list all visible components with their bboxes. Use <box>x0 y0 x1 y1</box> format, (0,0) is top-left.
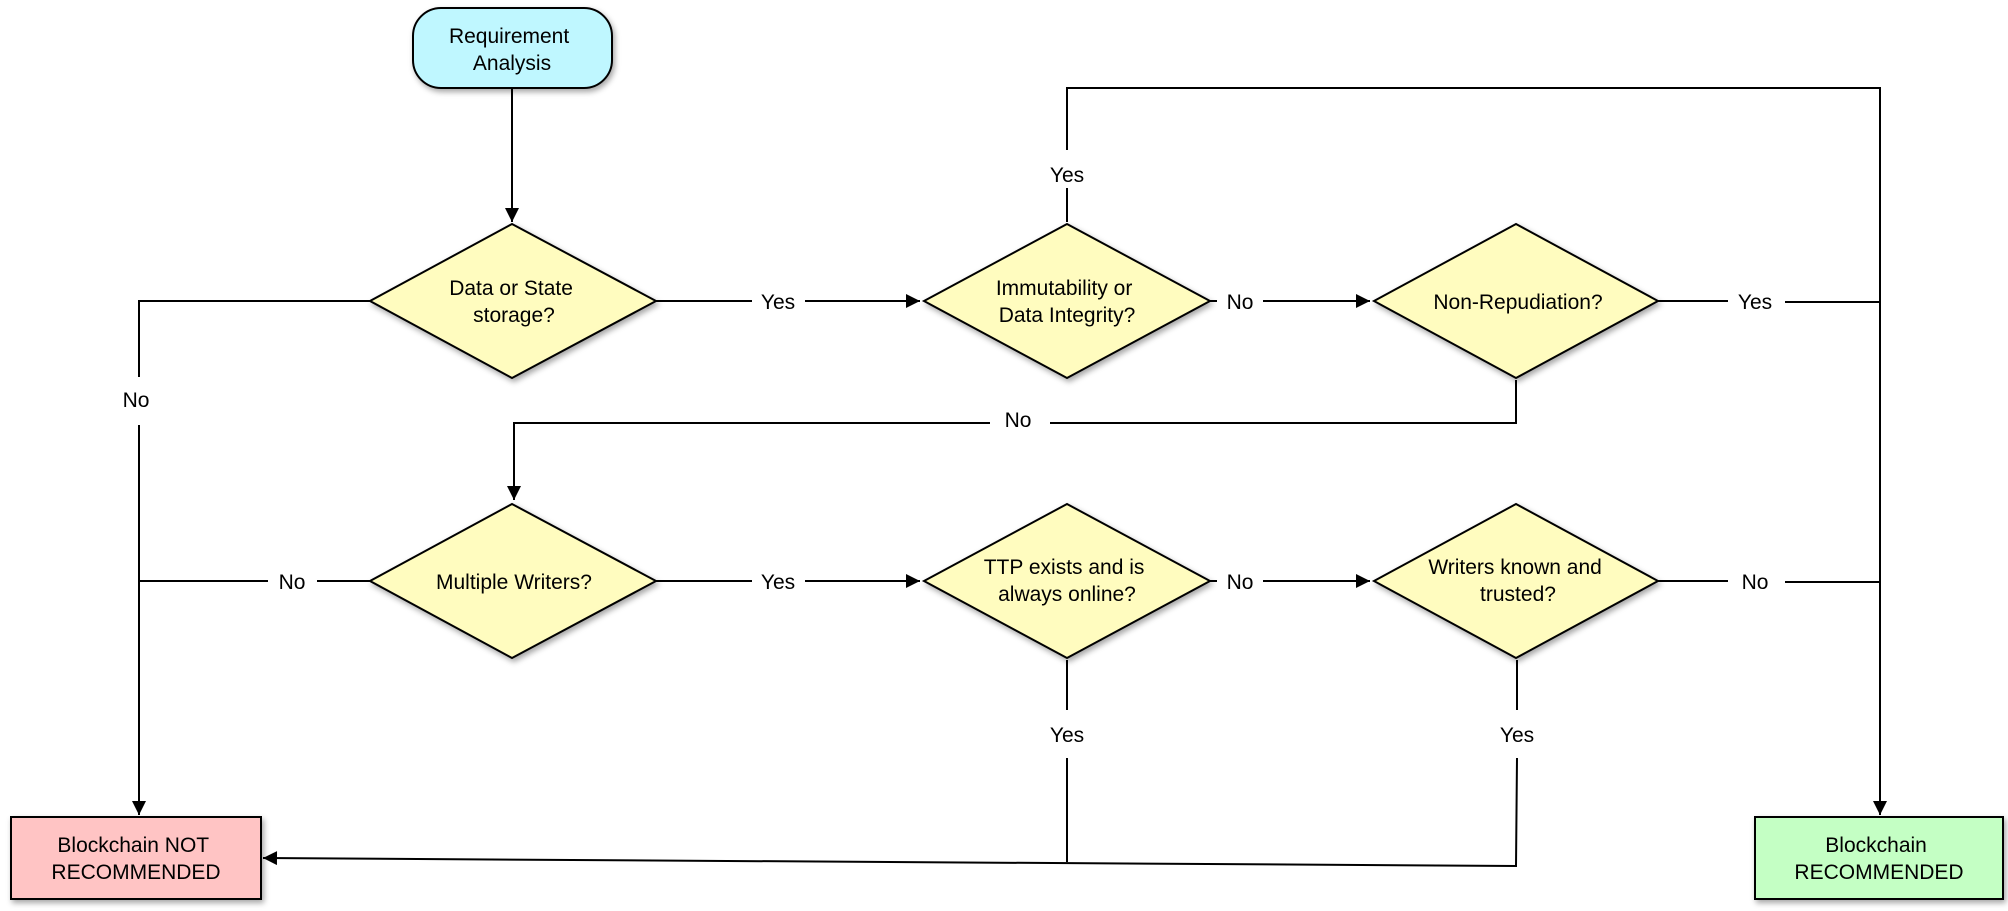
edge-label-immutability-no-visible: No <box>1227 291 1254 314</box>
node-immutability-line-1: Immutability or <box>996 277 1133 300</box>
node-multiple-writers: Multiple Writers? <box>367 502 659 660</box>
svg-text:Data or State storage?: Data or State storage? <box>449 277 579 327</box>
edge-non-repudiation-no <box>514 380 1517 500</box>
edge-label-multiple-writers-yes: Yes <box>761 571 795 594</box>
node-non-repudiation-line-1: Non-Repudiation? <box>1433 291 1602 314</box>
svg-text:TTP exists and is always: TTP exists and is always online? <box>984 556 1151 606</box>
edge-label-ttp-yes: Yes <box>1050 724 1084 747</box>
edge-label-writers-known-yes: Yes <box>1500 724 1534 747</box>
edge-data-storage-no <box>139 300 370 815</box>
edge-label-data-storage-no: No <box>123 389 150 412</box>
svg-text:Multiple Writers?: Multiple Writers? <box>436 571 592 594</box>
node-writers-known-line-2: trusted? <box>1480 583 1556 606</box>
node-data-or-state-storage-line-1: Data or State <box>449 277 573 300</box>
node-blockchain-recommended: Blockchain RECOMMENDED <box>1754 816 2004 900</box>
edge-label-ttp-no: No <box>1227 571 1254 594</box>
node-immutability: Immutability or Data Integrity? <box>921 222 1213 380</box>
node-ttp-exists-shape <box>921 502 1213 660</box>
node-writers-known-shape <box>1371 502 1661 660</box>
edge-writers-known-yes <box>263 660 1518 866</box>
node-immutability-shape <box>921 222 1213 380</box>
edge-label-writers-known-no: No <box>1742 571 1769 594</box>
node-requirement-analysis-line-2: Analysis <box>473 52 551 75</box>
node-blockchain-not-recommended-line-2: RECOMMENDED <box>51 861 220 884</box>
node-data-or-state-storage: Data or State storage? <box>367 222 659 380</box>
edge-immutability-yes <box>1066 87 1880 815</box>
node-data-or-state-storage-line-2: storage? <box>473 304 555 327</box>
svg-text:Blockchain NOT RECOMMEND: Blockchain NOT RECOMMENDED <box>51 834 220 884</box>
node-ttp-exists-line-1: TTP exists and is <box>984 556 1145 579</box>
edge-label-multiple-writers-no: No <box>279 571 306 594</box>
edge-writers-known-no <box>1658 580 1880 583</box>
edge-non-repudiation-yes <box>1658 300 1880 303</box>
node-multiple-writers-shape <box>367 502 659 660</box>
node-blockchain-recommended-line-2: RECOMMENDED <box>1794 861 1963 884</box>
node-requirement-analysis-line-1: Requirement <box>449 25 569 48</box>
svg-text:Immutability or Data Int: Immutability or Data Integrity? <box>996 277 1138 327</box>
svg-text:Non-Repudiation?: Non-Repudiation? <box>1433 291 1602 314</box>
edge-label-data-storage-yes: Yes <box>761 291 795 314</box>
node-requirement-analysis-shape <box>412 7 613 89</box>
node-multiple-writers-line-1: Multiple Writers? <box>436 571 592 594</box>
node-ttp-exists-line-2: always online? <box>998 583 1136 606</box>
node-writers-known-line-1: Writers known and <box>1428 556 1602 579</box>
node-immutability-line-2: Data Integrity? <box>999 304 1136 327</box>
edge-label-non-repudiation-yes: Yes <box>1738 291 1772 314</box>
node-data-or-state-storage-shape <box>367 222 659 380</box>
svg-text:Writers known and truste: Writers known and trusted? <box>1428 556 1607 606</box>
node-blockchain-recommended-shape <box>1754 816 2004 900</box>
svg-text:Requirement Analysis: Requirement Analysis <box>449 25 575 75</box>
node-requirement-analysis: Requirement Analysis <box>412 7 613 89</box>
node-blockchain-not-recommended-line-1: Blockchain NOT <box>57 834 209 857</box>
node-non-repudiation-shape <box>1371 222 1661 380</box>
node-blockchain-not-recommended-shape <box>10 816 262 900</box>
node-non-repudiation: Non-Repudiation? <box>1371 222 1661 380</box>
edge-label-non-repudiation-no: No <box>1005 409 1032 432</box>
node-writers-known: Writers known and trusted? <box>1371 502 1661 660</box>
svg-text:Blockchain RECOMMENDED: Blockchain RECOMMENDED <box>1794 834 1963 884</box>
node-ttp-exists: TTP exists and is always online? <box>921 502 1213 660</box>
node-blockchain-recommended-line-1: Blockchain <box>1825 834 1927 857</box>
edge-label-immutability-yes: Yes <box>1050 164 1084 187</box>
node-blockchain-not-recommended: Blockchain NOT RECOMMENDED <box>10 816 262 900</box>
